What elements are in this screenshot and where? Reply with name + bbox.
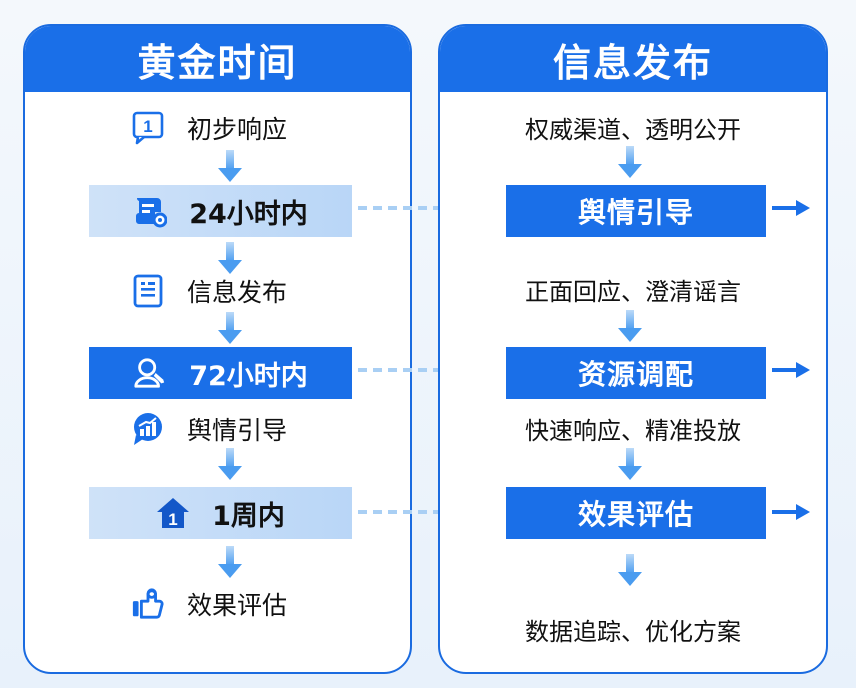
stage-label: 1周内 [212, 500, 285, 532]
description-fast-response: 快速响应、精准投放 [525, 417, 741, 445]
action-effect-evaluation: 效果评估 [506, 487, 766, 539]
stage-1-week: 1 1周内 [89, 487, 352, 539]
golden-time-panel: 黄金时间 1 初步响应 24小时内 [23, 24, 412, 674]
stage-72-hours: 72小时内 [89, 347, 352, 399]
chart-bubble-icon [131, 412, 165, 446]
home-number-icon: 1 [156, 496, 190, 530]
down-arrow-icon [218, 312, 242, 344]
document-pin-icon [133, 194, 168, 228]
golden-time-title: 黄金时间 [25, 26, 410, 92]
down-arrow-icon [218, 448, 242, 480]
step-opinion-guidance: 舆情引导 [131, 411, 287, 447]
down-arrow-icon [218, 150, 242, 182]
description-data-tracking: 数据追踪、优化方案 [525, 618, 741, 646]
description-authoritative-channels: 权威渠道、透明公开 [525, 116, 741, 144]
step-label: 舆情引导 [187, 416, 288, 445]
info-release-panel: 信息发布 权威渠道、透明公开 舆情引导 正面回应、澄清谣言 资源调配 快速响应、… [438, 24, 828, 674]
info-release-title: 信息发布 [440, 26, 826, 92]
thumbs-up-icon [131, 587, 165, 621]
down-arrow-icon [618, 448, 642, 480]
stage-24-hours: 24小时内 [89, 185, 352, 237]
down-arrow-icon [218, 546, 242, 578]
svg-text:1: 1 [168, 510, 177, 529]
down-arrow-icon [218, 242, 242, 274]
down-arrow-icon [618, 146, 642, 178]
step-effect-evaluation: 效果评估 [131, 586, 287, 622]
step-initial-response: 1 初步响应 [131, 110, 287, 146]
svg-text:1: 1 [143, 117, 152, 136]
description-positive-response: 正面回应、澄清谣言 [525, 278, 741, 306]
right-arrow-icon [772, 362, 810, 378]
step-info-release: 信息发布 [131, 273, 287, 309]
right-arrow-icon [772, 200, 810, 216]
down-arrow-icon [618, 310, 642, 342]
right-arrow-icon [772, 504, 810, 520]
stage-label: 72小时内 [189, 360, 308, 392]
action-resource-allocation: 资源调配 [506, 347, 766, 399]
stage-label: 24小时内 [189, 198, 308, 230]
action-opinion-guidance: 舆情引导 [506, 185, 766, 237]
down-arrow-icon [618, 554, 642, 586]
step-label: 初步响应 [187, 115, 288, 144]
user-search-icon [133, 356, 167, 390]
document-list-icon [131, 274, 165, 308]
step-label: 效果评估 [187, 591, 288, 620]
numbered-chat-bubble-icon: 1 [131, 111, 165, 145]
step-label: 信息发布 [187, 278, 288, 307]
